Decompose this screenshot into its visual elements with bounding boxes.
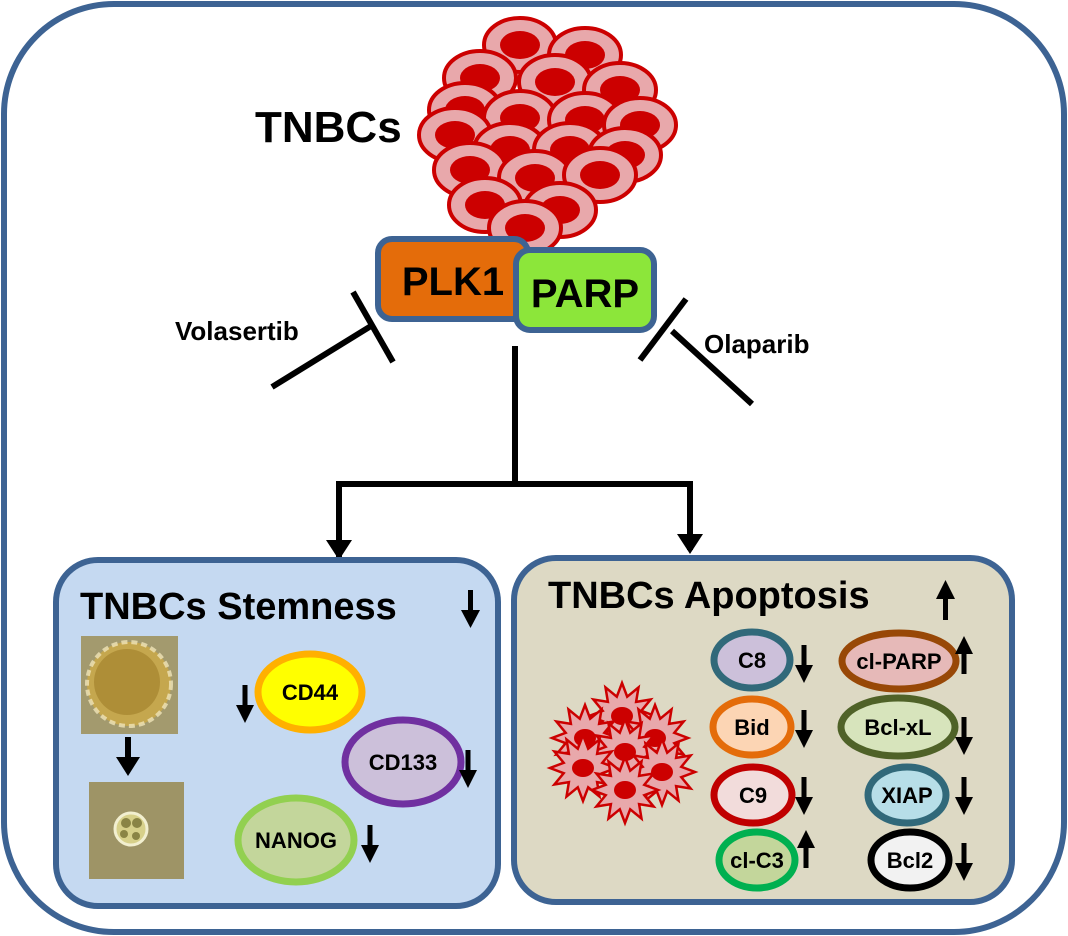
marker-label: NANOG	[255, 828, 337, 853]
marker-label: Bid	[734, 715, 769, 740]
stemness-marker-nanog: NANOG	[234, 794, 379, 886]
branch-connector	[336, 346, 693, 560]
tnbcs-title: TNBCs	[255, 103, 402, 152]
tnbc-cell-cluster	[417, 16, 678, 257]
marker-label: cl-PARP	[856, 649, 941, 674]
arrow-to-stemness	[326, 540, 352, 560]
down-arrow-icon	[795, 710, 813, 748]
apoptotic-cell	[588, 753, 662, 827]
small-sphere-image	[89, 782, 184, 879]
arrow-to-apoptosis	[677, 534, 703, 554]
up-arrow-icon	[797, 830, 815, 868]
apoptotic-cell	[546, 731, 620, 805]
down-arrow-icon	[236, 685, 254, 723]
plk1-box: PLK1	[375, 236, 531, 322]
large-sphere-image	[81, 636, 178, 734]
marker-label: Bcl-xL	[864, 715, 931, 740]
stemness-marker-cd133: CD133	[341, 716, 477, 808]
apoptosis-title-up-arrow	[936, 580, 955, 620]
parp-label: PARP	[531, 272, 639, 316]
stemness-title-down-arrow	[461, 590, 480, 628]
plk1-label: PLK1	[402, 260, 504, 304]
marker-label: C8	[738, 648, 766, 673]
volasertib-label: Volasertib	[175, 316, 299, 346]
apoptosis-marker-bcl2: Bcl2	[867, 828, 973, 892]
apoptosis-marker-bcl-xl: Bcl-xL	[837, 694, 973, 760]
marker-label: Bcl2	[887, 848, 933, 873]
olaparib-inhibition-line	[637, 297, 755, 407]
volasertib-inhibition-line	[270, 290, 396, 390]
apoptosis-marker-c8: C8	[710, 628, 813, 692]
stemness-title: TNBCs Stemness	[80, 586, 397, 628]
apoptosis-marker-cl-parp: cl-PARP	[838, 629, 973, 693]
marker-label: C9	[739, 783, 767, 808]
down-arrow-icon	[955, 717, 973, 755]
sphere-reduction-down-arrow	[116, 737, 140, 776]
marker-label: cl-C3	[730, 848, 784, 873]
olaparib-label: Olaparib	[704, 329, 809, 359]
marker-label: CD44	[282, 680, 339, 705]
apoptotic-cell	[625, 735, 699, 809]
apoptosis-marker-xiap: XIAP	[864, 763, 973, 827]
apoptosis-marker-cl-c3: cl-C3	[715, 828, 815, 892]
apoptosis-marker-c9: C9	[710, 763, 813, 827]
down-arrow-icon	[459, 750, 477, 788]
down-arrow-icon	[955, 777, 973, 815]
down-arrow-icon	[795, 645, 813, 683]
apoptosis-marker-bid: Bid	[709, 695, 813, 759]
marker-label: CD133	[369, 750, 437, 775]
down-arrow-icon	[955, 843, 973, 881]
apoptosis-title: TNBCs Apoptosis	[548, 575, 870, 617]
down-arrow-icon	[795, 777, 813, 815]
up-arrow-icon	[955, 636, 973, 674]
apoptotic-cell-cluster	[546, 679, 699, 827]
parp-box: PARP	[513, 247, 657, 333]
marker-label: XIAP	[881, 783, 932, 808]
stemness-marker-cd44: CD44	[236, 650, 366, 734]
down-arrow-icon	[361, 825, 379, 863]
